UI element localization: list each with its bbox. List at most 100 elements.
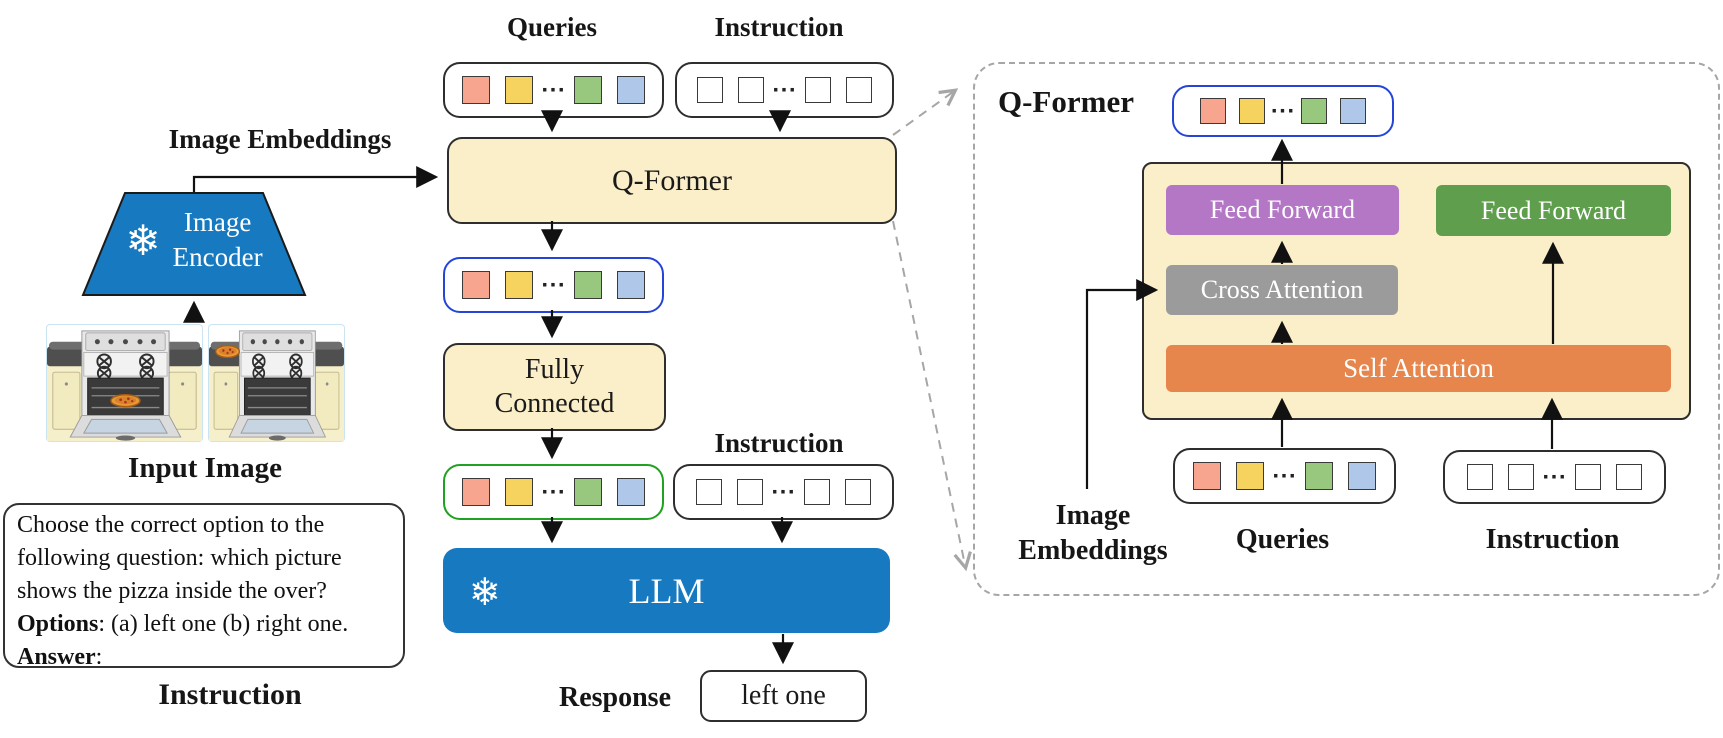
instruction-token bbox=[804, 77, 831, 103]
feed-forward-left-box: Feed Forward bbox=[1166, 185, 1399, 235]
instruction-tokens-detail: ··· bbox=[1443, 450, 1666, 504]
query-tokens-detail: ··· bbox=[1173, 448, 1396, 504]
fully-connected-label: Fully Connected bbox=[495, 353, 615, 421]
instruction-token bbox=[1508, 464, 1535, 490]
instruction-text-box: Choose the correct option to the followi… bbox=[3, 503, 405, 670]
response-value: left one bbox=[741, 680, 826, 711]
instruction-token bbox=[1615, 464, 1642, 490]
query-output-tokens: ··· bbox=[443, 257, 664, 313]
image-embeddings-label: Image Embeddings bbox=[168, 124, 392, 154]
query-token-green bbox=[1301, 98, 1328, 124]
self-attention-label: Self Attention bbox=[1343, 353, 1494, 383]
feed-forward-right-label: Feed Forward bbox=[1480, 195, 1627, 225]
options-text: : (a) left one (b) right one. bbox=[98, 611, 349, 637]
answer-label: Answer bbox=[17, 644, 96, 670]
instruction-tokens-top: ··· bbox=[675, 62, 894, 118]
instruction-line2: following question: which picture bbox=[17, 545, 342, 571]
door-handle bbox=[115, 435, 136, 441]
cabinet-knob bbox=[181, 382, 185, 386]
cabinet-knob bbox=[224, 382, 228, 386]
ellipsis: ··· bbox=[541, 480, 566, 503]
instruction-tokens-mid: ··· bbox=[673, 464, 894, 520]
image-embeddings-label-detail: Image Embeddings bbox=[1003, 498, 1183, 568]
qformer-box: Q-Former bbox=[447, 137, 897, 224]
instruction-label-mid: Instruction bbox=[714, 428, 844, 458]
query-token-yellow bbox=[1236, 462, 1265, 490]
dashed-link-qformer-bottom bbox=[892, 220, 972, 572]
query-token-yellow bbox=[1238, 98, 1265, 124]
query-tokens-top: ··· bbox=[443, 62, 664, 118]
cabinet-door bbox=[168, 371, 197, 430]
instruction-token bbox=[738, 77, 765, 103]
qformer-box-label: Q-Former bbox=[612, 163, 732, 197]
feed-forward-left-label: Feed Forward bbox=[1209, 195, 1356, 224]
instruction-label-top: Instruction bbox=[714, 12, 844, 42]
input-image-left bbox=[46, 324, 203, 442]
image-encoder-trapezoid bbox=[81, 192, 307, 296]
pizza-on-counter bbox=[215, 344, 241, 359]
cross-attention-label: Cross Attention bbox=[1200, 275, 1364, 304]
fully-connected-line1: Fully bbox=[524, 354, 585, 385]
cabinet-door bbox=[213, 371, 239, 430]
query-token-green bbox=[573, 478, 602, 506]
query-token-red bbox=[462, 76, 491, 104]
qformer-detail-panel bbox=[973, 62, 1720, 596]
instruction-token bbox=[737, 479, 764, 505]
ellipsis: ··· bbox=[1270, 99, 1296, 122]
image-encoder-content: ❄ Image Encoder bbox=[80, 205, 308, 275]
burners bbox=[96, 353, 155, 381]
dashed-link-qformer-top bbox=[892, 88, 959, 136]
door-window bbox=[82, 418, 168, 434]
arrow-image-embeddings-to-qformer bbox=[192, 166, 439, 192]
knobs bbox=[94, 339, 157, 345]
feed-forward-right-box: Feed Forward bbox=[1436, 185, 1671, 236]
qformer-detail-title: Q-Former bbox=[998, 84, 1134, 119]
options-label: Options bbox=[17, 611, 99, 637]
query-token-yellow bbox=[505, 271, 534, 299]
image-encoder-label: Image Encoder bbox=[173, 205, 263, 275]
query-token-green bbox=[1304, 462, 1333, 490]
fully-connected-line2: Connected bbox=[494, 388, 615, 419]
instruction-token bbox=[845, 77, 872, 103]
door-window bbox=[240, 418, 315, 434]
knobs bbox=[250, 339, 305, 345]
llm-box: ❄ LLM bbox=[443, 548, 890, 633]
cabinet-door bbox=[52, 371, 81, 430]
oven-racks bbox=[247, 387, 307, 409]
response-box: left one bbox=[700, 670, 867, 722]
input-image-right bbox=[208, 324, 345, 442]
pizza-inside bbox=[110, 394, 141, 408]
cross-attention-box: Cross Attention bbox=[1166, 265, 1398, 315]
cooktop bbox=[83, 352, 168, 377]
query-token-red bbox=[1193, 462, 1222, 490]
self-attention-box: Self Attention bbox=[1166, 345, 1671, 392]
queries-label-top: Queries bbox=[507, 12, 597, 42]
instruction-token bbox=[697, 77, 724, 103]
cabinet-knob bbox=[64, 382, 68, 386]
cabinet-door bbox=[314, 371, 340, 430]
answer-text: : bbox=[95, 644, 103, 670]
query-output-tokens-detail: ··· bbox=[1172, 85, 1394, 137]
instruction-token bbox=[803, 479, 830, 505]
ellipsis: ··· bbox=[772, 78, 797, 101]
oven-pizza-inside-illustration bbox=[47, 330, 202, 441]
query-token-red bbox=[462, 271, 491, 299]
ellipsis: ··· bbox=[1272, 464, 1297, 487]
instruction-line3: shows the pizza inside the over? bbox=[17, 578, 327, 604]
query-token-yellow bbox=[505, 478, 534, 506]
instruction-token bbox=[844, 479, 871, 505]
input-image-label: Input Image bbox=[128, 452, 282, 484]
oven-cavity bbox=[244, 377, 311, 416]
instruction-line1: Choose the correct option to the bbox=[17, 512, 325, 538]
fully-connected-box: Fully Connected bbox=[443, 343, 666, 431]
query-token-blue bbox=[616, 76, 645, 104]
image-encoder-label-line2: Encoder bbox=[172, 242, 263, 272]
ellipsis: ··· bbox=[541, 273, 566, 296]
query-token-yellow bbox=[505, 76, 534, 104]
instruction-label-detail: Instruction bbox=[1485, 524, 1620, 555]
query-token-green bbox=[573, 76, 602, 104]
ellipsis: ··· bbox=[541, 78, 566, 101]
instruction-token bbox=[1574, 464, 1601, 490]
image-encoder-label-line1: Image bbox=[183, 207, 252, 237]
